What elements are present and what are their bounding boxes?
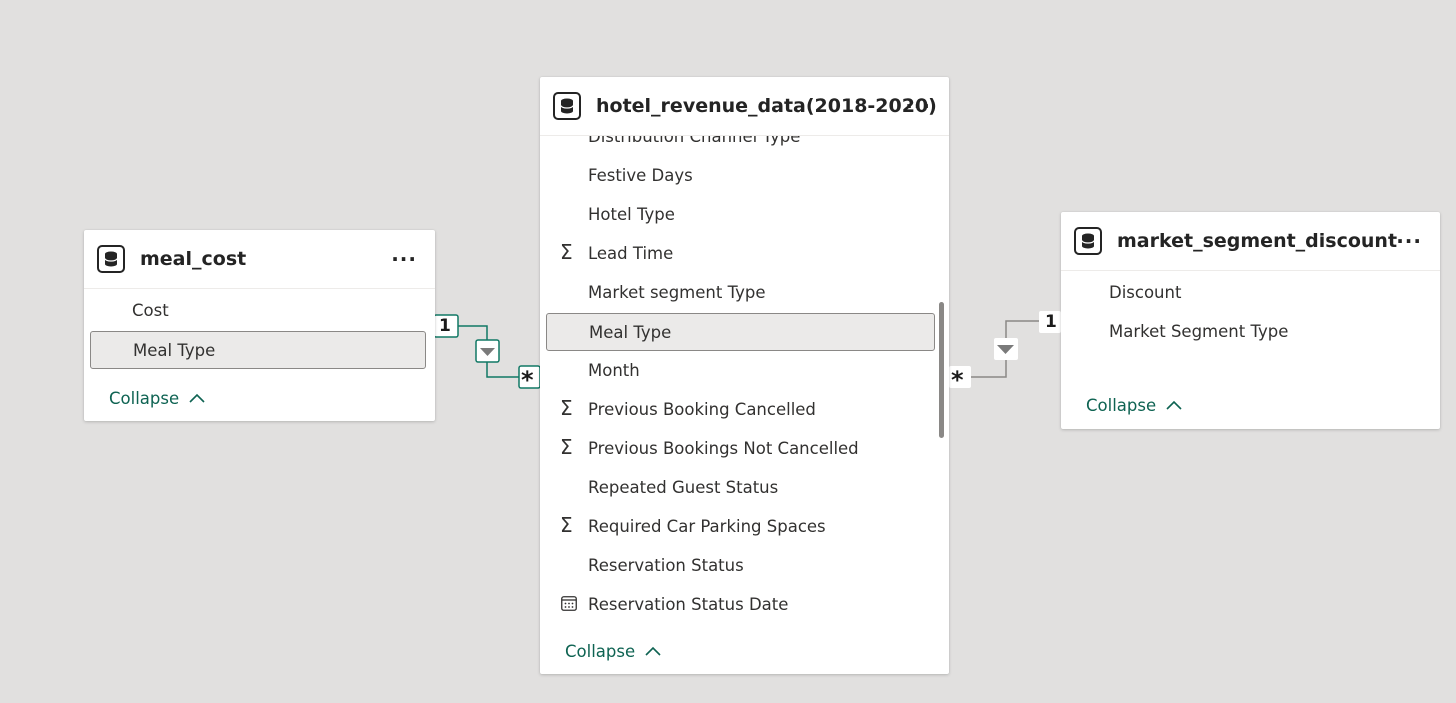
more-options-icon[interactable]: ··· — [905, 94, 931, 118]
chevron-up-icon — [1166, 400, 1182, 410]
collapse-link[interactable]: Collapse — [109, 389, 206, 408]
table-card-header[interactable]: meal_cost ··· — [84, 230, 435, 289]
sigma-icon: Σ — [560, 435, 573, 459]
chevron-up-icon — [189, 393, 205, 403]
collapse-label: Collapse — [109, 389, 180, 408]
table-title: meal_cost — [140, 248, 247, 270]
relationship-hotel-to-market-segment[interactable] — [949, 311, 1061, 388]
field-hotel-type[interactable]: Hotel Type — [588, 205, 675, 224]
table-title: hotel_revenue_data(2018-2020) — [596, 95, 937, 117]
collapse-label: Collapse — [565, 642, 636, 661]
selected-field-highlight[interactable] — [90, 331, 426, 369]
selected-field-highlight[interactable] — [546, 313, 935, 351]
relationship-one-marker-right: 1 — [1045, 312, 1057, 332]
table-card-header[interactable]: market_segment_discount ··· — [1061, 212, 1440, 271]
field-market-segment-type[interactable]: Market Segment Type — [1109, 322, 1289, 341]
relationship-many-marker-right: * — [951, 366, 964, 394]
sigma-icon: Σ — [560, 240, 573, 264]
field-repeated-guest-status[interactable]: Repeated Guest Status — [588, 478, 779, 497]
relationship-many-marker-left: * — [521, 366, 534, 394]
field-reservation-status-date[interactable]: Reservation Status Date — [588, 595, 789, 614]
field-lead-time[interactable]: Lead Time — [588, 244, 674, 263]
sigma-icon: Σ — [560, 513, 573, 537]
chevron-up-icon — [645, 646, 661, 656]
collapse-link[interactable]: Collapse — [1086, 396, 1183, 415]
field-list[interactable]: Distribution Channel Type Festive Days H… — [540, 136, 949, 626]
database-icon — [1074, 227, 1102, 255]
field-month[interactable]: Month — [588, 361, 640, 380]
calendar-icon — [561, 596, 577, 611]
relationship-one-marker-left: 1 — [439, 316, 451, 336]
field-meal-type[interactable]: Meal Type — [589, 323, 672, 342]
field-meal-type[interactable]: Meal Type — [133, 341, 216, 360]
field-cost[interactable]: Cost — [132, 301, 169, 320]
more-options-icon[interactable]: ··· — [1396, 229, 1422, 253]
field-required-car-parking-spaces[interactable]: Required Car Parking Spaces — [588, 517, 826, 536]
collapse-label: Collapse — [1086, 396, 1157, 415]
field-distribution-channel-type[interactable]: Distribution Channel Type — [588, 136, 801, 146]
field-previous-booking-cancelled[interactable]: Previous Booking Cancelled — [588, 400, 816, 419]
sigma-icon: Σ — [560, 396, 573, 420]
field-previous-bookings-not-cancelled[interactable]: Previous Bookings Not Cancelled — [588, 439, 859, 458]
vertical-scrollbar[interactable] — [939, 302, 944, 438]
table-card-market-segment-discount[interactable]: market_segment_discount ··· Discount Mar… — [1061, 212, 1440, 429]
table-card-header[interactable]: hotel_revenue_data(2018-2020) ··· — [540, 77, 949, 136]
field-discount[interactable]: Discount — [1109, 283, 1182, 302]
table-card-hotel-revenue-data[interactable]: hotel_revenue_data(2018-2020) ··· Distri… — [540, 77, 949, 674]
collapse-link[interactable]: Collapse — [565, 642, 662, 661]
database-icon — [97, 245, 125, 273]
table-card-meal-cost[interactable]: meal_cost ··· Cost Meal Type Collapse — [84, 230, 435, 421]
more-options-icon[interactable]: ··· — [391, 247, 417, 271]
field-reservation-status[interactable]: Reservation Status — [588, 556, 744, 575]
field-market-segment-type[interactable]: Market segment Type — [588, 283, 766, 302]
database-icon — [553, 92, 581, 120]
table-title: market_segment_discount — [1117, 230, 1398, 252]
field-festive-days[interactable]: Festive Days — [588, 166, 693, 185]
